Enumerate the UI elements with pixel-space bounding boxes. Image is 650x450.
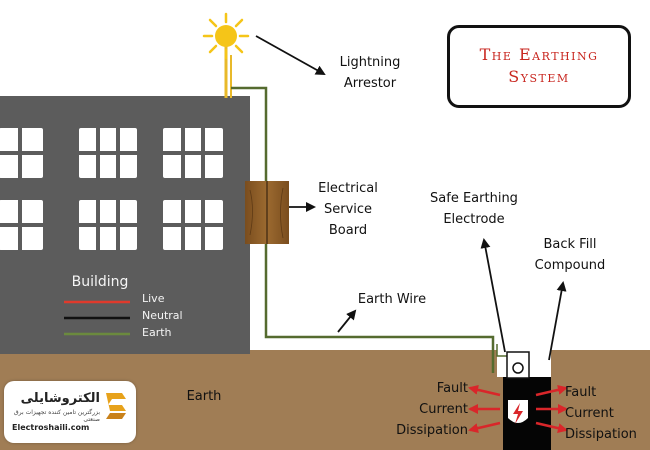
service-board-grain [249,187,284,239]
logo-url: Electroshaili.com [12,423,90,432]
earth-wire-inner [496,344,508,357]
earth-wire [231,86,495,373]
legend-neutral-label: Neutral [142,309,183,322]
label-electrical-service-board: Electrical Service Board [308,178,388,241]
title-line-2: System [508,67,570,86]
label-fault-right-line1: Fault [565,385,597,400]
legend-earth-label: Earth [142,326,172,339]
label-fault-right: Fault Current Dissipation [565,382,647,445]
label-safe-line1: Safe Earthing [430,191,518,206]
legend-live-label: Live [142,292,165,305]
lightning-arrestor-icon [202,12,250,60]
label-back-fill-compound: Back Fill Compound [527,234,613,276]
label-fault-left-line1: Fault [436,381,468,396]
fault-arrows-left [468,384,501,434]
logo-title: الکتروشایلی [20,391,100,406]
label-safe-earthing-electrode: Safe Earthing Electrode [424,188,524,230]
diagram-title: The Earthing System [450,44,628,88]
label-service-line1: Electrical [318,181,378,196]
label-fault-left-line3: Dissipation [396,423,468,438]
label-service-line3: Board [328,223,368,238]
label-fault-right-line3: Dissipation [565,427,637,442]
label-earth: Earth [186,389,222,404]
window-frames [0,127,224,251]
label-lightning-line2: Arrestor [343,76,397,91]
earth-ground-right [551,350,650,450]
label-safe-line2: Electrode [443,212,505,227]
title-box: The Earthing System [447,25,631,108]
label-fault-left-line2: Current [419,402,468,417]
logo-mark-icon [106,393,126,419]
label-fault-right-line2: Current [565,406,614,421]
fault-arrows-right [535,384,568,434]
label-earth-wire: Earth Wire [357,292,427,307]
label-backfill-line2: Compound [534,258,606,273]
title-line-1: The Earthing [479,45,599,64]
pointer-arrows [255,35,567,361]
lightning-bolt-icon [513,403,523,424]
logo-subtitle: بزرگترین تامین کننده تجهیزات برق صنعتی [14,409,100,423]
electrode-clamp-bolt [512,362,524,374]
label-lightning-arrestor: Lightning Arrestor [330,52,410,94]
label-service-line2: Service [323,202,373,217]
label-building: Building [71,274,129,290]
label-backfill-line1: Back Fill [543,237,597,252]
label-fault-left: Fault Current Dissipation [388,378,468,441]
watermark-logo: الکتروشایلی بزرگترین تامین کننده تجهیزات… [4,381,136,443]
label-lightning-line1: Lightning [339,55,401,70]
